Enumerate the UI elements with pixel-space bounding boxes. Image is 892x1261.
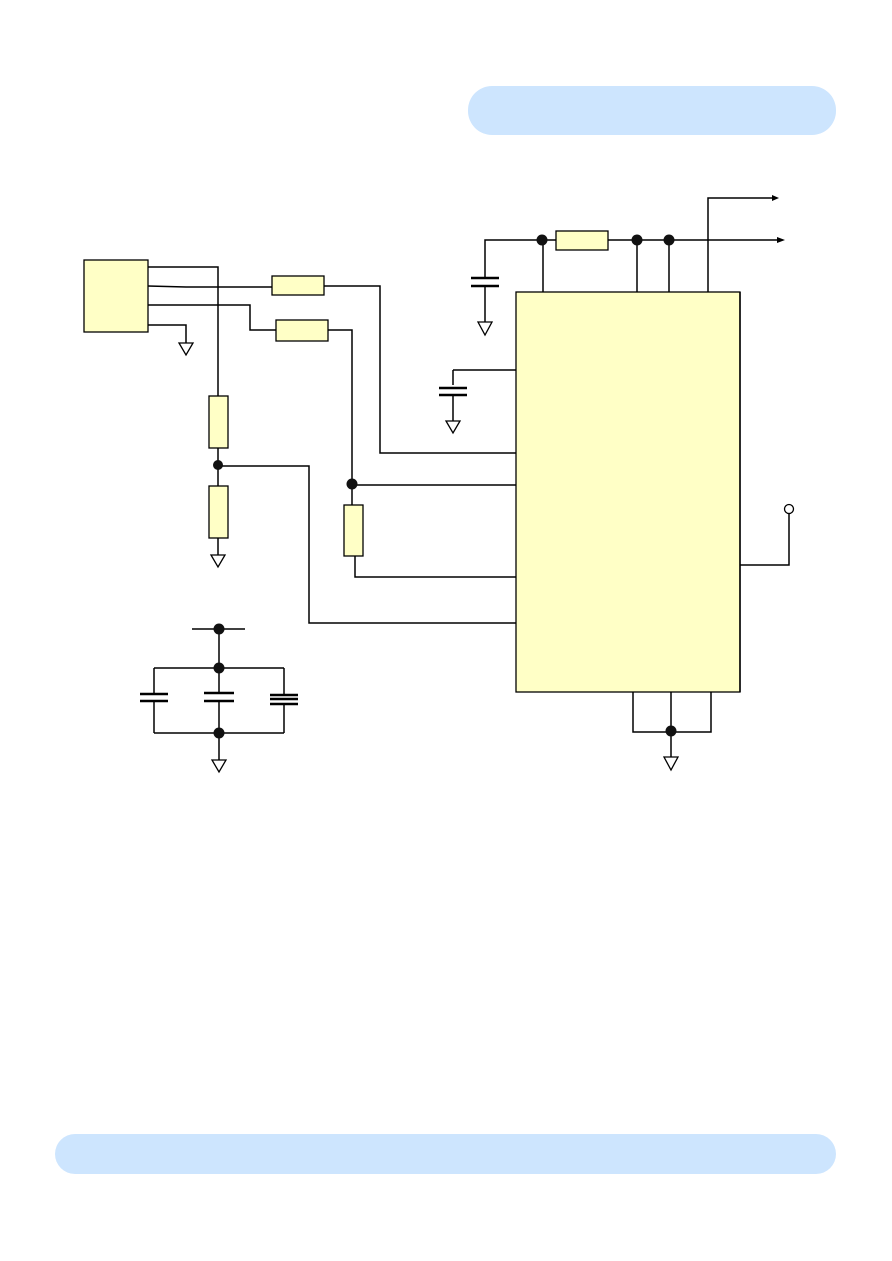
wire-connector-pin1 — [148, 266, 219, 396]
wires — [147, 197, 790, 760]
ground-symbol-supply-cap — [476, 321, 494, 337]
wire-connector-pin3 — [148, 304, 276, 331]
divider-resistor-top — [208, 395, 229, 449]
capacitor-bank-right — [270, 693, 298, 706]
output-terminal — [783, 503, 795, 515]
connector-block — [83, 259, 149, 333]
capacitor-bank-left — [140, 692, 168, 703]
junction-rail-2 — [631, 234, 643, 246]
wire-r-pulldown-to-ic — [354, 556, 516, 578]
junction-pulldown — [346, 478, 358, 490]
header-banner — [468, 86, 836, 135]
junction-capbank-bottom — [213, 727, 225, 739]
wire-connector-pin2 — [147, 285, 272, 288]
wire-r2-to-node — [328, 329, 353, 505]
wire-output-top — [707, 197, 775, 292]
junction-capbank-supply — [213, 623, 225, 635]
ground-symbol-divider — [209, 554, 227, 569]
junction-capbank-top — [213, 662, 225, 674]
series-resistor-2 — [275, 319, 329, 342]
wire-top-cap — [484, 239, 556, 278]
output-arrow-top — [772, 195, 779, 201]
footer-banner — [55, 1134, 836, 1174]
pulldown-resistor — [343, 504, 364, 557]
capacitor-bank-middle — [204, 691, 234, 703]
ground-symbol-capbank — [210, 759, 228, 774]
ic-chip — [515, 291, 741, 693]
capacitor-ic-input — [439, 386, 467, 397]
ground-symbol-ic-cap — [444, 420, 462, 435]
divider-resistor-bottom — [208, 485, 229, 539]
wire-divider-to-ic — [218, 465, 520, 624]
ground-symbol-ic — [662, 756, 680, 772]
wire-connector-pin4-gnd — [148, 324, 187, 343]
output-arrow-rail — [777, 237, 785, 243]
junction-divider — [213, 460, 223, 470]
series-resistor-1 — [271, 275, 325, 296]
junction-ic-ground — [665, 725, 677, 737]
junction-rail-3 — [663, 234, 675, 246]
junction-nodes — [213, 234, 677, 739]
wire-output-right — [740, 514, 790, 566]
wire-r1-to-ic — [324, 285, 516, 454]
ground-symbol-connector — [177, 342, 195, 357]
supply-resistor — [555, 230, 609, 251]
junction-rail-1 — [536, 234, 548, 246]
capacitor-supply — [471, 276, 499, 288]
